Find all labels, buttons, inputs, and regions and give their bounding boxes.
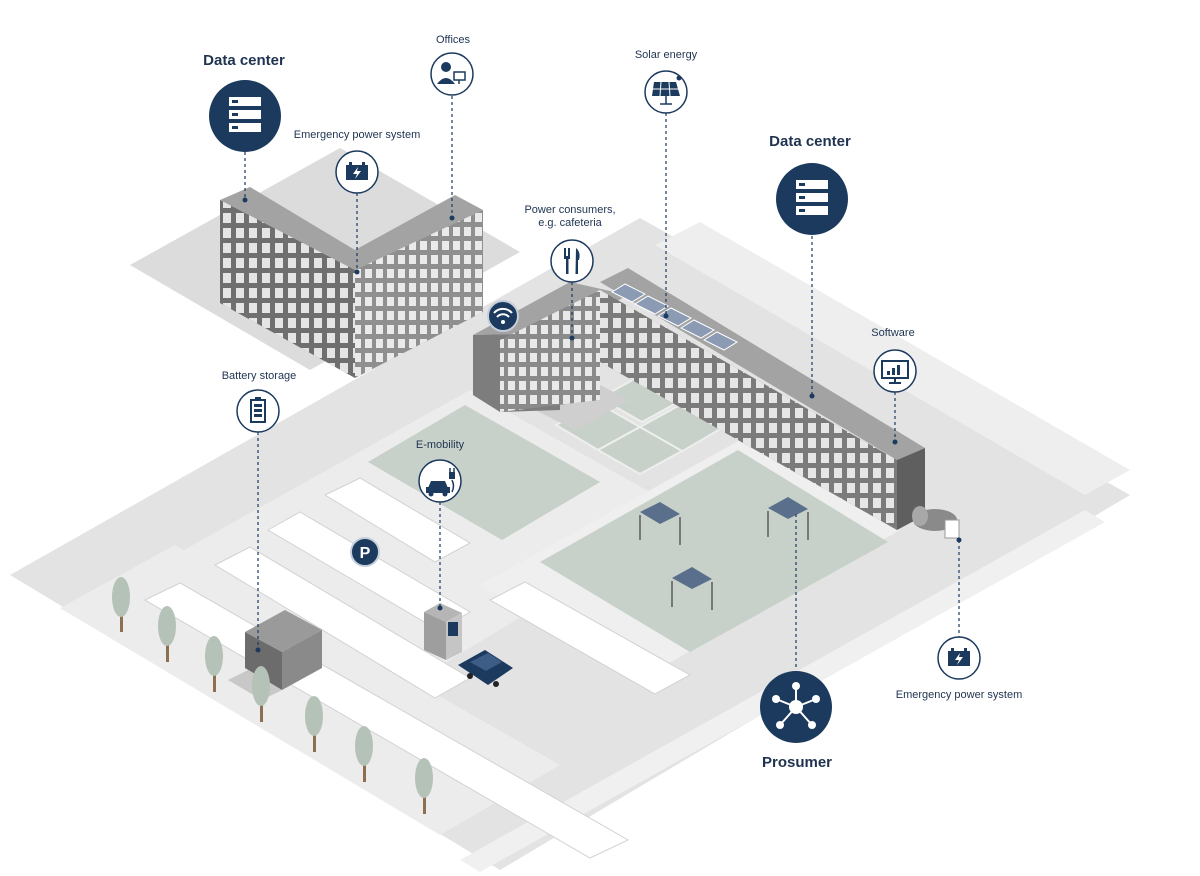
charging-station [424,603,462,660]
battery-icon [236,389,280,433]
emergency-power-top-label: Emergency power system [293,129,421,141]
software-label: Software [871,327,915,339]
electric-car [458,650,513,687]
tree [415,758,433,814]
generator-unit [912,506,960,539]
solar-carports [639,497,809,610]
battery-charge-icon [335,150,379,194]
carport [639,502,681,545]
emergency-power-bottom-label: Emergency power system [895,689,1023,701]
solar-energy-label: Solar energy [634,49,698,61]
data-center-building [473,268,925,530]
power-consumers-line1: Power consumers, [524,204,616,216]
e-mobility-label: E-mobility [415,439,465,451]
offices-label: Offices [435,34,471,46]
tree [158,606,176,662]
data-center-right-label: Data center [769,133,851,150]
tree [205,636,223,692]
fork-knife-icon [550,239,594,283]
server-rack-icon [209,80,281,152]
monitor-chart-icon [873,349,917,393]
carport [671,567,713,610]
wifi-icon [487,300,519,332]
power-consumers-line2: e.g. cafeteria [538,217,602,229]
tree [355,726,373,782]
carport [767,497,809,540]
trees [112,577,433,814]
tree [252,666,270,722]
callout-lines [244,96,960,670]
server-rack-icon [776,163,848,235]
data-center-left-label: Data center [203,52,285,69]
office-worker-icon [430,52,474,96]
prosumer-label: Prosumer [761,754,833,771]
network-hub-icon [760,671,832,743]
office-building [220,187,483,378]
power-consumers-label: Power consumers, e.g. cafeteria [510,204,630,230]
green-areas [368,374,888,652]
battery-charge-icon [937,636,981,680]
battery-storage-label: Battery storage [221,370,297,382]
callout-dots [242,197,962,653]
tree [305,696,323,752]
solar-panel-icon [644,70,688,114]
parking-icon: P [350,537,380,567]
tree [112,577,130,632]
svg-text:P: P [360,545,371,562]
ev-charging-icon [418,459,462,503]
courtyard-tiles [525,374,725,476]
